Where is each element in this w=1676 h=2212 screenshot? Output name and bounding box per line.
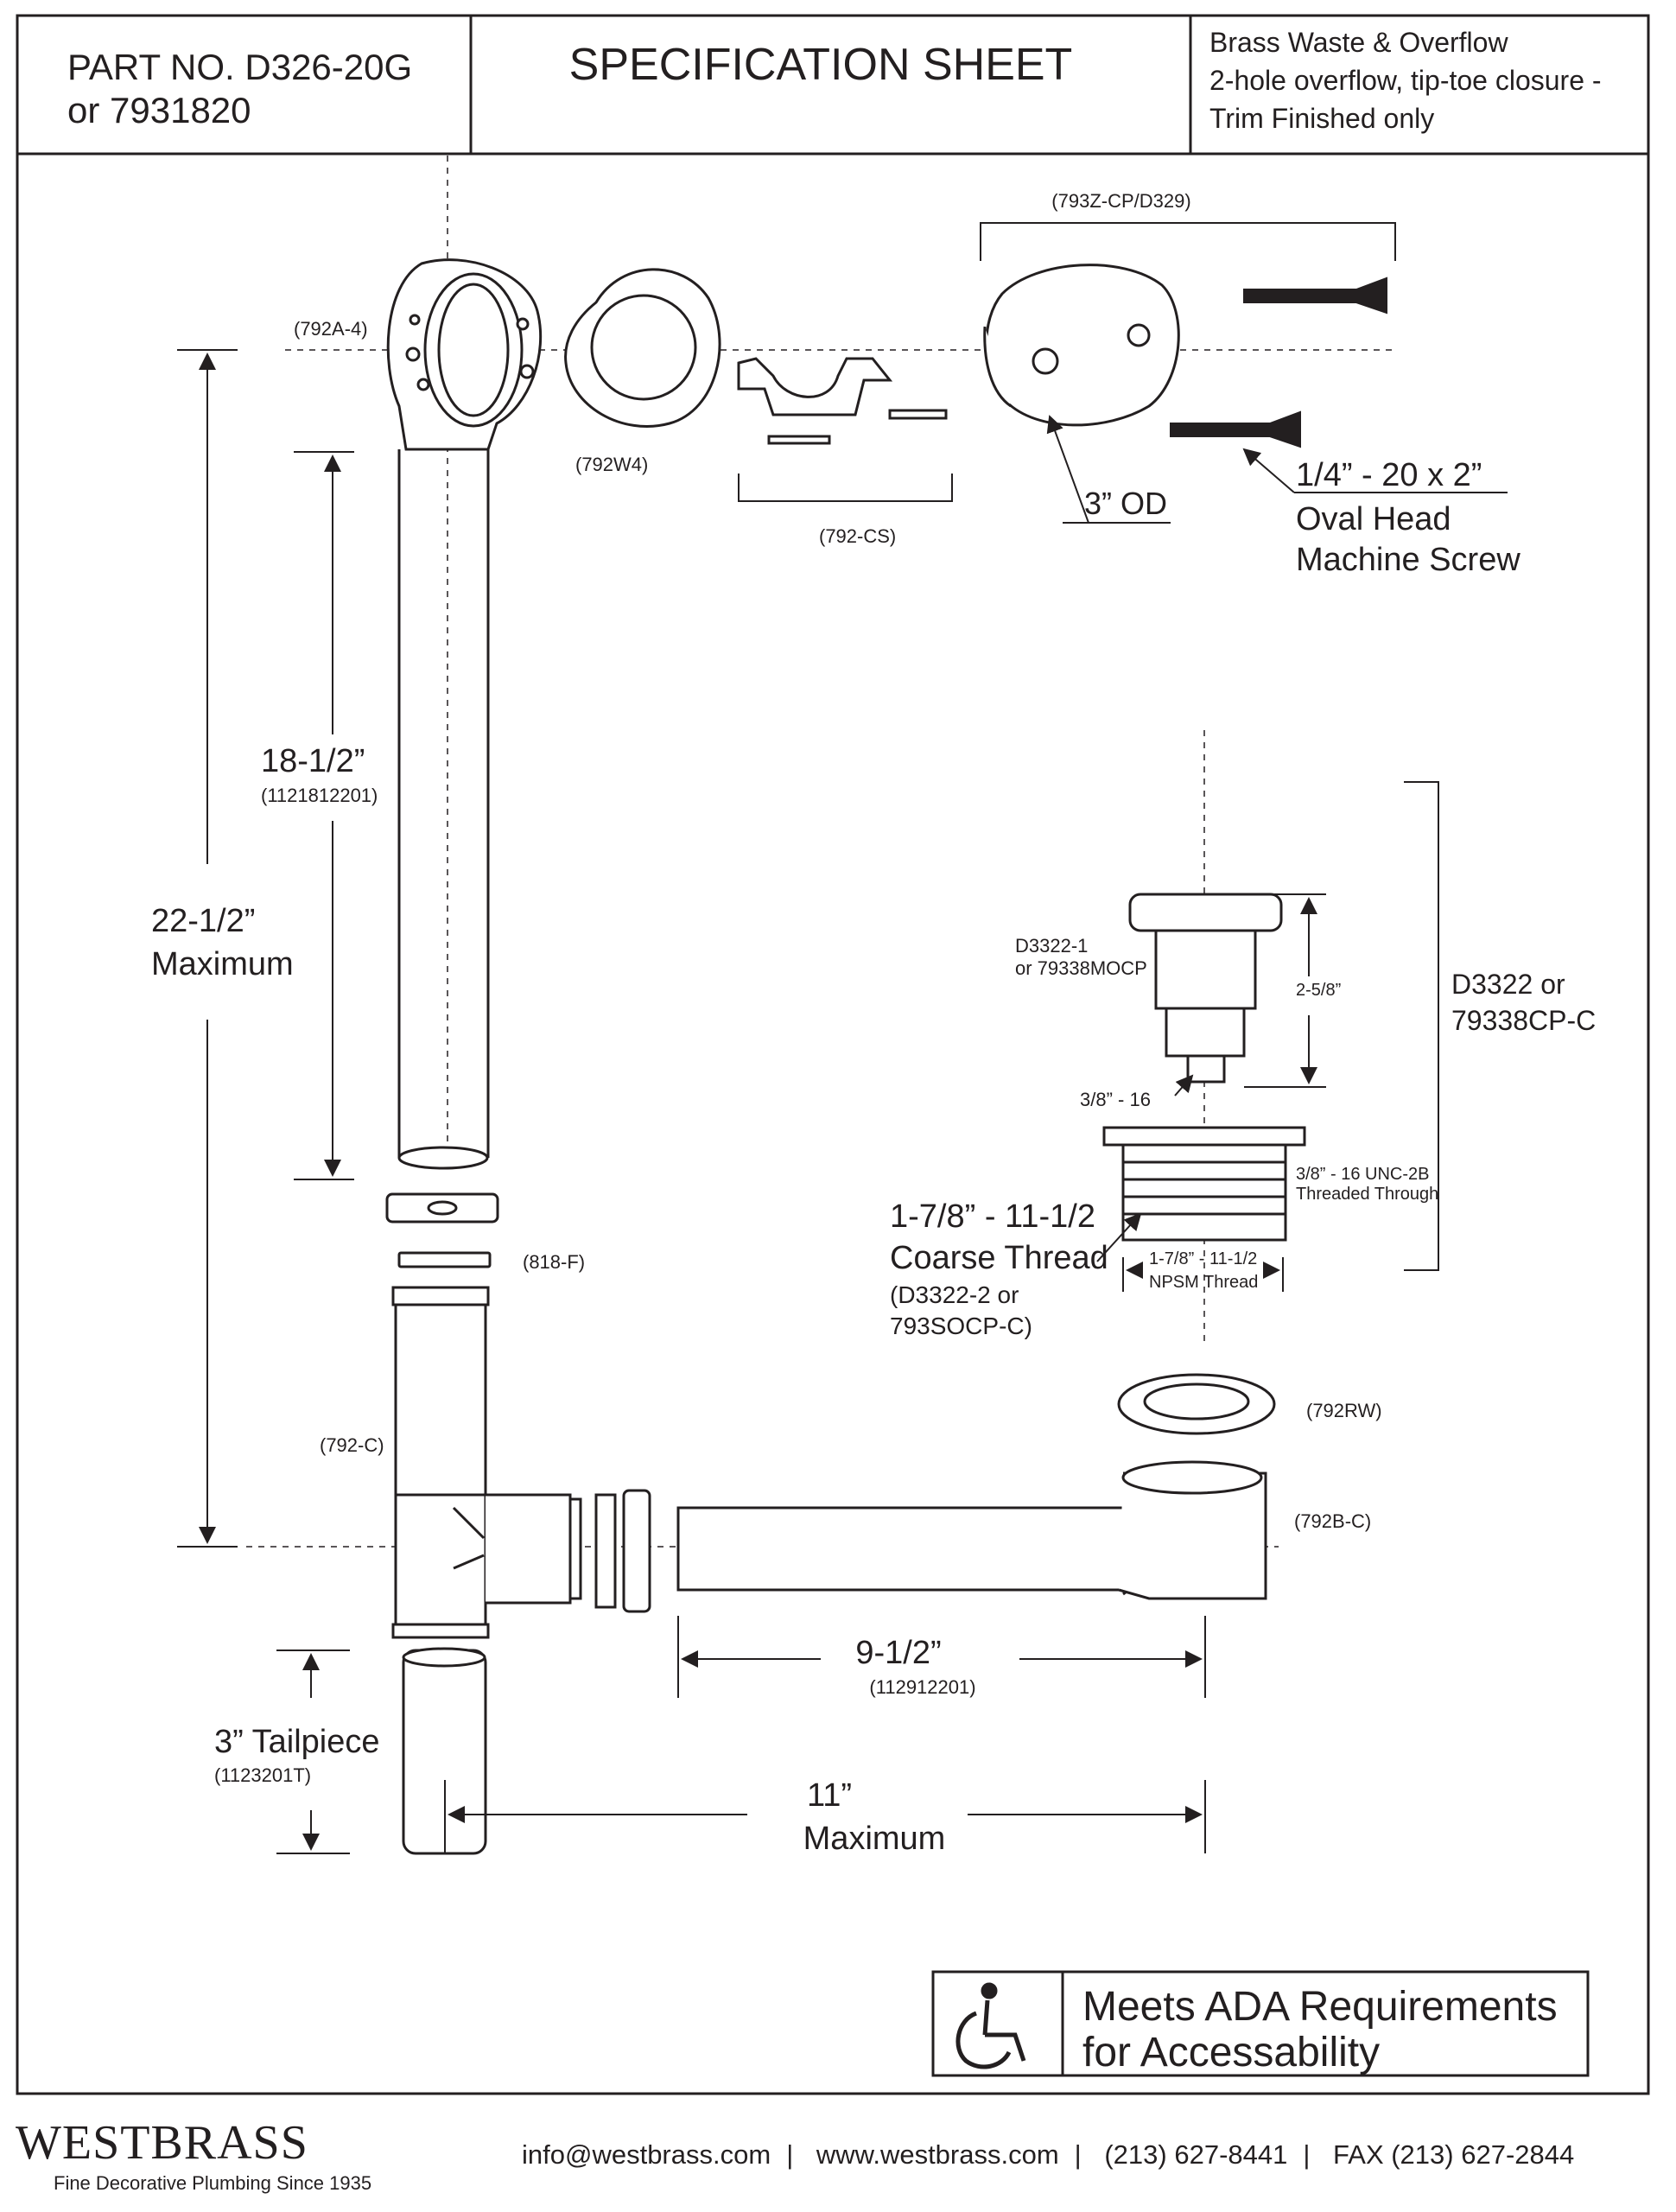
faceplate-bracket <box>980 222 1396 261</box>
screw-leader <box>1242 448 1508 493</box>
screw-label-line1: 1/4” - 20 x 2” <box>1296 457 1482 493</box>
npsm-thread-line1: 1-7/8” - 11-1/2 <box>1149 1249 1257 1268</box>
dim-18-value: 18-1/2” <box>261 743 365 779</box>
assembly-label-line2: 79338CP-C <box>1451 1005 1596 1036</box>
part-number-line1: PART NO. D326-20G <box>67 47 412 87</box>
brand-logo: WESTBRASS <box>16 2116 308 2170</box>
dim-22-half <box>177 349 238 1548</box>
wheelchair-icon <box>955 1982 1026 2069</box>
drain-gasket-part-label: (792RW) <box>1306 1400 1382 1421</box>
coarse-thread-line4: 793SOCP-C) <box>890 1313 1032 1339</box>
overflow-stop <box>737 357 948 445</box>
ada-line2: for Accessability <box>1082 2030 1380 2075</box>
ada-box <box>931 1970 1590 2077</box>
stop-bracket <box>738 474 953 502</box>
contact-phone: (213) 627-8441 <box>1104 2139 1288 2170</box>
ada-line1: Meets ADA Requirements <box>1082 1984 1558 2030</box>
dim-11-value: 11” <box>807 1777 852 1814</box>
contact-website[interactable]: www.westbrass.com <box>816 2139 1059 2170</box>
assembly-label-line1: D3322 or <box>1451 969 1565 1000</box>
contact-line: info@westbrass.com| www.westbrass.com| (… <box>522 2139 1575 2170</box>
coupling-nut <box>385 1192 499 1268</box>
dim-18-half <box>294 451 354 1180</box>
overflow-elbow <box>386 258 543 1170</box>
tailpiece-part: (1123201T) <box>214 1764 311 1786</box>
coarse-thread-line3: (D3322-2 or <box>890 1281 1019 1308</box>
tailpiece-dim <box>276 1649 350 1854</box>
description-line3: Trim Finished only <box>1209 103 1434 134</box>
coarse-thread-line2: Coarse Thread <box>890 1240 1108 1276</box>
stopper-body <box>1102 893 1306 1242</box>
stopper-label-line1: D3322-1 <box>1015 935 1088 957</box>
stopper-height: 2-5/8” <box>1296 981 1341 1000</box>
screw-label-line2: Oval Head <box>1296 501 1451 537</box>
part-number-line2: or 7931820 <box>67 90 251 130</box>
coarse-thread-leader <box>1096 1212 1284 1292</box>
dim-9-part: (112912201) <box>869 1676 975 1698</box>
body-thread-line2: Threaded Through <box>1296 1185 1438 1204</box>
dim-9-value: 9-1/2” <box>855 1635 941 1671</box>
tee-part-label: (792-C) <box>320 1434 384 1456</box>
waste-shoe <box>676 1460 1267 1600</box>
overflow-gasket <box>564 268 721 428</box>
od-label: 3” OD <box>1084 486 1167 521</box>
gasket-part-label: (792W4) <box>575 454 648 475</box>
sheet-title: SPECIFICATION SHEET <box>569 40 1073 90</box>
header-block <box>16 14 1650 2095</box>
dim-18-part: (1121812201) <box>261 785 378 806</box>
stopper-height-dim <box>1244 893 1326 1088</box>
dim-11 <box>444 1780 1206 1853</box>
assembly-bracket <box>1404 781 1439 1271</box>
description-line2: 2-hole overflow, tip-toe closure - <box>1209 65 1602 96</box>
body-thread-line1: 3/8” - 16 UNC-2B <box>1296 1165 1430 1184</box>
faceplate-part-label: (793Z-CP/D329) <box>1051 190 1190 212</box>
tailpiece-value: 3” Tailpiece <box>214 1724 380 1760</box>
contact-email[interactable]: info@westbrass.com <box>522 2139 771 2170</box>
dim-9-half <box>677 1616 1206 1698</box>
screws <box>1170 276 1387 448</box>
npsm-thread-line2: NPSM Thread <box>1149 1273 1258 1292</box>
screw-label-line3: Machine Screw <box>1296 542 1520 578</box>
stopper-label-line2: or 79338MOCP <box>1015 957 1147 979</box>
dim-11-word: Maximum <box>803 1821 946 1857</box>
coarse-thread-line1: 1-7/8” - 11-1/2 <box>890 1198 1095 1235</box>
stopper-thread: 3/8” - 16 <box>1080 1089 1151 1110</box>
brand-tagline: Fine Decorative Plumbing Since 1935 <box>54 2172 372 2194</box>
elbow-part-label: (792A-4) <box>294 318 368 340</box>
waste-tee <box>391 1286 651 1639</box>
od-leader <box>1046 415 1171 524</box>
dim-22-value: 22-1/2” <box>151 903 255 939</box>
dim-22-word: Maximum <box>151 946 294 982</box>
face-plate <box>983 264 1180 427</box>
stop-part-label: (792-CS) <box>819 525 896 547</box>
drain-gasket <box>1117 1373 1276 1435</box>
stopper-thread-leader <box>1174 1074 1194 1096</box>
nut-part-label: (818-F) <box>523 1251 585 1273</box>
description-line1: Brass Waste & Overflow <box>1209 27 1508 58</box>
contact-fax: FAX (213) 627-2844 <box>1333 2139 1575 2170</box>
shoe-part-label: (792B-C) <box>1294 1510 1371 1532</box>
